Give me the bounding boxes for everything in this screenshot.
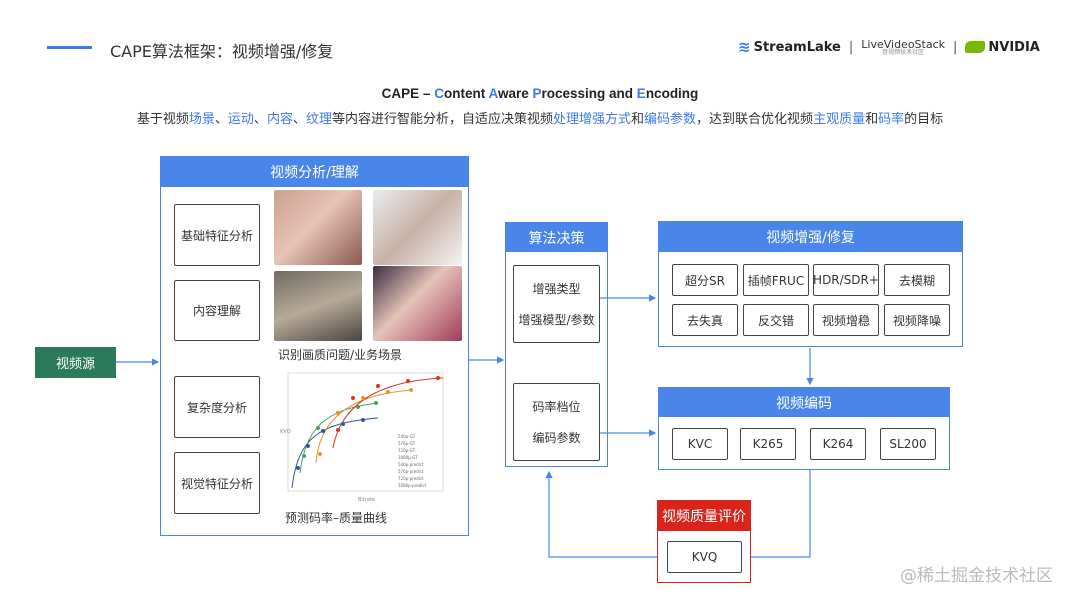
enhance-item: 视频增稳 [813, 304, 879, 336]
enhance-item: 去模糊 [884, 264, 950, 296]
codec-item: K264 [810, 428, 866, 460]
analysis-title: 视频分析/理解 [161, 157, 468, 187]
video-source-box: 视频源 [35, 347, 116, 378]
svg-text:540p-GT: 540p-GT [398, 434, 416, 439]
analysis-item: 复杂度分析 [174, 376, 260, 438]
header-accent-line [47, 46, 92, 49]
svg-text:1080p-GT: 1080p-GT [398, 455, 418, 460]
text-segment: E [636, 86, 646, 101]
text-segment: ontent [443, 86, 489, 101]
text-segment: 的目标 [904, 112, 944, 127]
enhance-item: 超分SR [672, 264, 738, 296]
kvq-box: KVQ [667, 541, 742, 573]
text-segment: P [532, 86, 542, 101]
text-segment: 内容 [266, 112, 293, 127]
enhance-item: 视频降噪 [884, 304, 950, 336]
rate-quality-chart: Bitrate KVQ 540p-GT 576p-GT 720p-GT 1080p-G… [280, 372, 444, 503]
codec-item: K265 [740, 428, 796, 460]
codec-item: SL200 [880, 428, 936, 460]
svg-text:Bitrate: Bitrate [358, 497, 375, 503]
bitrate-box: 码率档位编码参数 [513, 383, 600, 461]
svg-text:540p-predict: 540p-predict [398, 462, 424, 467]
text-segment: 、 [253, 112, 267, 127]
text-segment: ware [497, 86, 533, 101]
sample-image-face [274, 190, 362, 265]
text-segment: 编码参数 [644, 112, 697, 127]
text-segment: 场景 [188, 112, 215, 127]
sample-image-anime [373, 266, 462, 341]
enhance-title: 视频增强/修复 [659, 222, 962, 252]
description: 基于视频场景、运动、内容、纹理等内容进行智能分析，自适应决策视频处理增强方式和编… [0, 108, 1080, 127]
nvidia-logo: NVIDIA [965, 40, 1040, 55]
text-segment: C [434, 86, 444, 101]
enhance-item: 反交错 [743, 304, 809, 336]
page-title: CAPE算法框架：视频增强/修复 [110, 42, 334, 61]
text-segment: ，达到联合优化视频 [696, 112, 814, 127]
encode-title: 视频编码 [659, 388, 949, 417]
text-segment: 等内容进行智能分析，自适应决策视频 [331, 112, 553, 127]
enhance-item: 插帧FRUC [743, 264, 809, 296]
text-segment: 处理增强方式 [553, 112, 632, 127]
text-segment: 、 [214, 112, 228, 127]
analysis-item: 基础特征分析 [174, 204, 260, 266]
text-segment: CAPE – [381, 86, 435, 101]
text-segment: 、 [292, 112, 306, 127]
chart-caption: 预测码率–质量曲线 [285, 511, 388, 525]
image-caption: 识别画质问题/业务场景 [278, 348, 403, 362]
svg-text:576p-predict: 576p-predict [398, 469, 424, 474]
enhance-item: HDR/SDR+ [813, 264, 879, 296]
text-segment: 码率 [878, 112, 905, 127]
enhance-item: 去失真 [672, 304, 738, 336]
sample-image-food [274, 271, 362, 341]
svg-text:1080p-predict: 1080p-predict [398, 483, 427, 488]
text-segment: 和 [631, 112, 645, 127]
text-segment: 主观质量 [813, 112, 866, 127]
svg-text:720p-predict: 720p-predict [398, 476, 424, 481]
quality-title: 视频质量评价 [658, 501, 750, 531]
text-segment: 运动 [227, 112, 254, 127]
decision-title: 算法决策 [506, 223, 607, 252]
text-segment: rocessing and [541, 86, 637, 101]
codec-item: KVC [672, 428, 728, 460]
svg-text:576p-GT: 576p-GT [398, 441, 416, 446]
enhance-type-box: 增强类型增强模型/参数 [513, 265, 600, 343]
text-segment: A [488, 86, 498, 101]
watermark: @稀土掘金技术社区 [900, 566, 1053, 586]
text-segment: 基于视频 [136, 112, 189, 127]
text-segment: ncoding [645, 86, 699, 101]
streamlake-logo: ≋StreamLake [738, 38, 841, 56]
svg-text:KVQ: KVQ [280, 429, 291, 435]
analysis-item: 内容理解 [174, 280, 260, 341]
text-segment: 和 [865, 112, 879, 127]
text-segment: 纹理 [305, 112, 332, 127]
analysis-item: 视觉特征分析 [174, 452, 260, 514]
sample-image-face [373, 190, 462, 265]
subtitle: CAPE – Content Aware Processing and Enco… [0, 86, 1080, 101]
svg-text:720p-GT: 720p-GT [398, 448, 416, 453]
